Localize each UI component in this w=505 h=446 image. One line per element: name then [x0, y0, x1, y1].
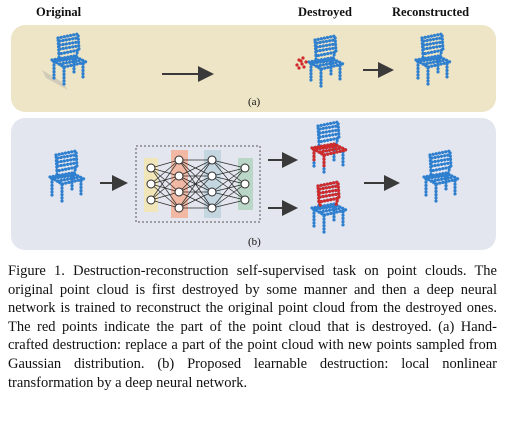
reconstructed-chair-b: [422, 149, 460, 203]
neural-network: [135, 145, 261, 223]
panel-b: [11, 118, 496, 250]
figure-graphic: [42, 32, 460, 234]
header-reconstructed: Reconstructed: [392, 5, 470, 19]
panel-a-label: (a): [248, 96, 261, 108]
original-chair-a: [42, 32, 88, 90]
original-chair-b: [48, 149, 86, 203]
figure-caption: Figure 1. Destruction-reconstruction sel…: [8, 263, 497, 391]
destroyed-chair-a: [295, 34, 345, 88]
destroyed-chair-b-bottom: [310, 180, 348, 234]
header-original: Original: [36, 5, 82, 19]
reconstructed-chair-a: [414, 32, 452, 86]
destroyed-chair-b-top: [307, 120, 351, 174]
header-destroyed: Destroyed: [298, 5, 352, 19]
panel-b-label: (b): [248, 236, 261, 248]
panel-a: [11, 25, 496, 112]
